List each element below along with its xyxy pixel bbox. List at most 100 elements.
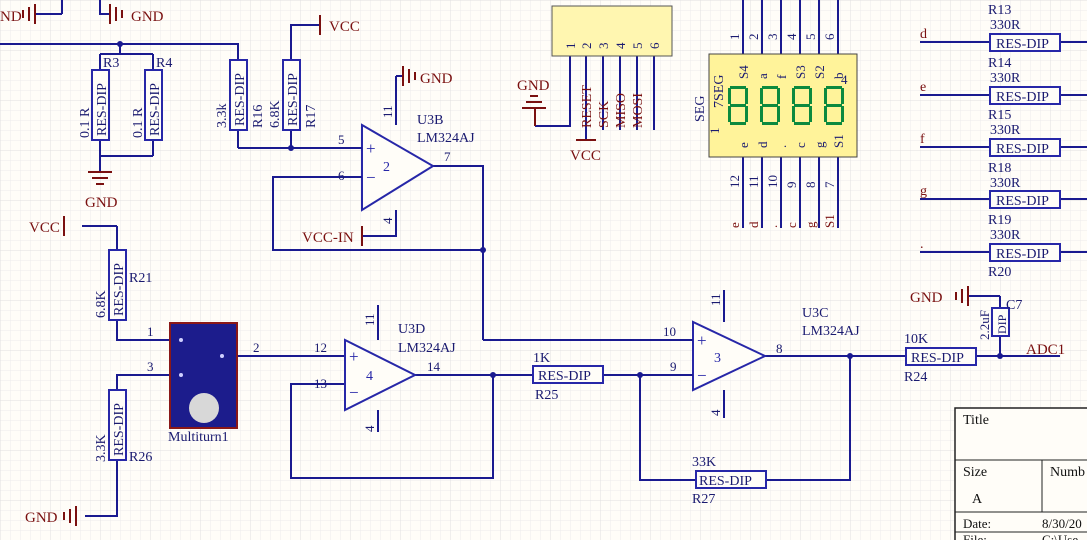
r19-net-label: . [920,237,924,252]
adc1-net-label: ADC1 [1026,342,1065,358]
r15-net-label: f [920,132,925,147]
resistor-r15: RES-DIP R15 330R f [920,108,1061,157]
r26-value: 3.3K [94,434,109,462]
r13-body-label: RES-DIP [996,37,1049,52]
u3b-pin6: 6 [338,168,345,183]
r15-designator: R15 [988,108,1011,123]
resistor-r25: RES-DIP 1K R25 [532,351,604,403]
seg-part: 7SEG [712,75,727,108]
r3-designator: R3 [103,56,119,71]
u3b-designator: U3B [417,113,443,128]
isp-pin-2: 2 [579,43,594,50]
seg-top-label-1: a [755,73,770,79]
r3-body-label: RES-DIP [95,83,110,136]
r16-designator: R16 [251,105,266,128]
seg-digit-3 [792,86,812,125]
size-value: A [972,492,983,507]
r4-designator: R4 [156,56,172,71]
seg-bottom-label-4: g [812,141,827,148]
seg-top-label-5: b [831,73,846,80]
r25-designator: R25 [535,388,558,403]
size-label: Size [963,465,987,480]
u3c-plus-sign: + [697,331,707,350]
resistor-r14: RES-DIP R14 330R e [920,56,1061,105]
seg-top-pin-5: 5 [803,34,818,41]
gnd-label-u3b: GND [420,71,453,87]
pot-knob [189,393,219,423]
c7-value: 2.2uF [977,310,992,340]
seg-corner-1: 1 [707,128,722,135]
r13-net-label: d [920,27,927,42]
vcc-label-isp: VCC [570,148,601,164]
u3c-minus-sign: − [697,366,707,385]
vcc-label-r17: VCC [329,19,360,35]
r24-body-label: RES-DIP [911,351,964,366]
resistor-r19: RES-DIP R19 330R . R20 [920,213,1061,280]
u3d-designator: U3D [398,322,425,337]
c7-designator: C7 [1006,298,1022,313]
seg-top-pin-6: 6 [822,33,837,40]
seg-bottom-net-2: . [765,225,780,228]
seg-bottom-label-3: c [793,142,808,148]
r19-designator: R19 [988,213,1011,228]
wires [0,0,1087,517]
title-block: Title Size A Numb Date: 8/30/20 File: C:… [954,407,1087,540]
seg-top-label-2: f [774,74,789,79]
resistor-r4: RES-DIP 0.1 R R4 [131,56,172,141]
seg-bottom-pin-12: 12 [727,175,742,188]
isp-signal-reset: RESET [580,85,595,128]
isp-pin-6: 6 [647,42,662,49]
opamp-u3d: + − 4 12 13 14 11 4 U3D LM324AJ [314,313,456,432]
u3c-pin4: 4 [708,409,723,416]
gnd-label-c7: GND [910,290,943,306]
u3c-part: LM324AJ [802,324,860,339]
seg-digit-4 [824,86,844,125]
seg-top-pin-3: 3 [765,34,780,41]
resistor-r21: RES-DIP 6.8K R21 [94,249,152,321]
u3b-minus-sign: − [366,168,376,187]
r24-value: 10K [904,332,928,347]
seg-bottom-pin-11: 11 [746,175,761,188]
u3c-pin9: 9 [670,359,677,374]
r13-value: 330R [990,18,1021,33]
seg-bottom-label-0: e [736,142,751,148]
date-label: Date: [963,516,991,531]
gnd-label-topleft: ND [0,9,22,25]
r4-value: 0.1 R [131,107,146,138]
resistor-r27: RES-DIP 33K R27 [692,455,767,507]
pot-pin2: 2 [253,340,260,355]
isp-pin-1: 1 [563,43,578,50]
r18-body-label: RES-DIP [996,194,1049,209]
r24-designator: R24 [904,370,927,385]
r27-designator: R27 [692,492,715,507]
resistor-r24: RES-DIP 10K R24 [904,332,977,385]
opamp-u3b: + − 2 5 6 7 11 4 U3B LM324AJ [338,105,475,224]
r18-designator: R18 [988,161,1011,176]
seg-top-label-4: S2 [812,65,827,79]
seg-top-pin-1: 1 [727,34,742,41]
file-value: C:\Use [1042,532,1078,540]
vcc-label-r21: VCC [29,220,60,236]
r17-body-label: RES-DIP [286,73,301,126]
number-label: Numb [1050,465,1085,480]
resistor-r26: RES-DIP 3.3K R26 [94,389,152,465]
r27-value: 33K [692,455,716,470]
seg-bottom-pin-10: 10 [765,175,780,188]
seg-digit-2 [760,86,780,125]
capacitor-c7: DIP 2.2uF C7 [977,298,1022,340]
isp-signal-miso: MISO [614,93,629,128]
seg-bottom-label-5: S1 [831,134,846,148]
file-label: File: [963,532,987,540]
seg-bottom-net-5: S1 [822,214,837,228]
r27-body-label: RES-DIP [699,474,752,489]
gnd-label-bottom: GND [25,510,58,526]
r21-body-label: RES-DIP [112,263,127,316]
isp-signal-sck: SCK [597,101,612,128]
r4-body-label: RES-DIP [148,83,163,136]
r14-value: 330R [990,71,1021,86]
seg-bottom-label-2: . [774,145,789,148]
resistor-r16: RES-DIP 3.3k R16 [215,59,266,131]
seg-bottom-net-0: e [727,222,742,228]
